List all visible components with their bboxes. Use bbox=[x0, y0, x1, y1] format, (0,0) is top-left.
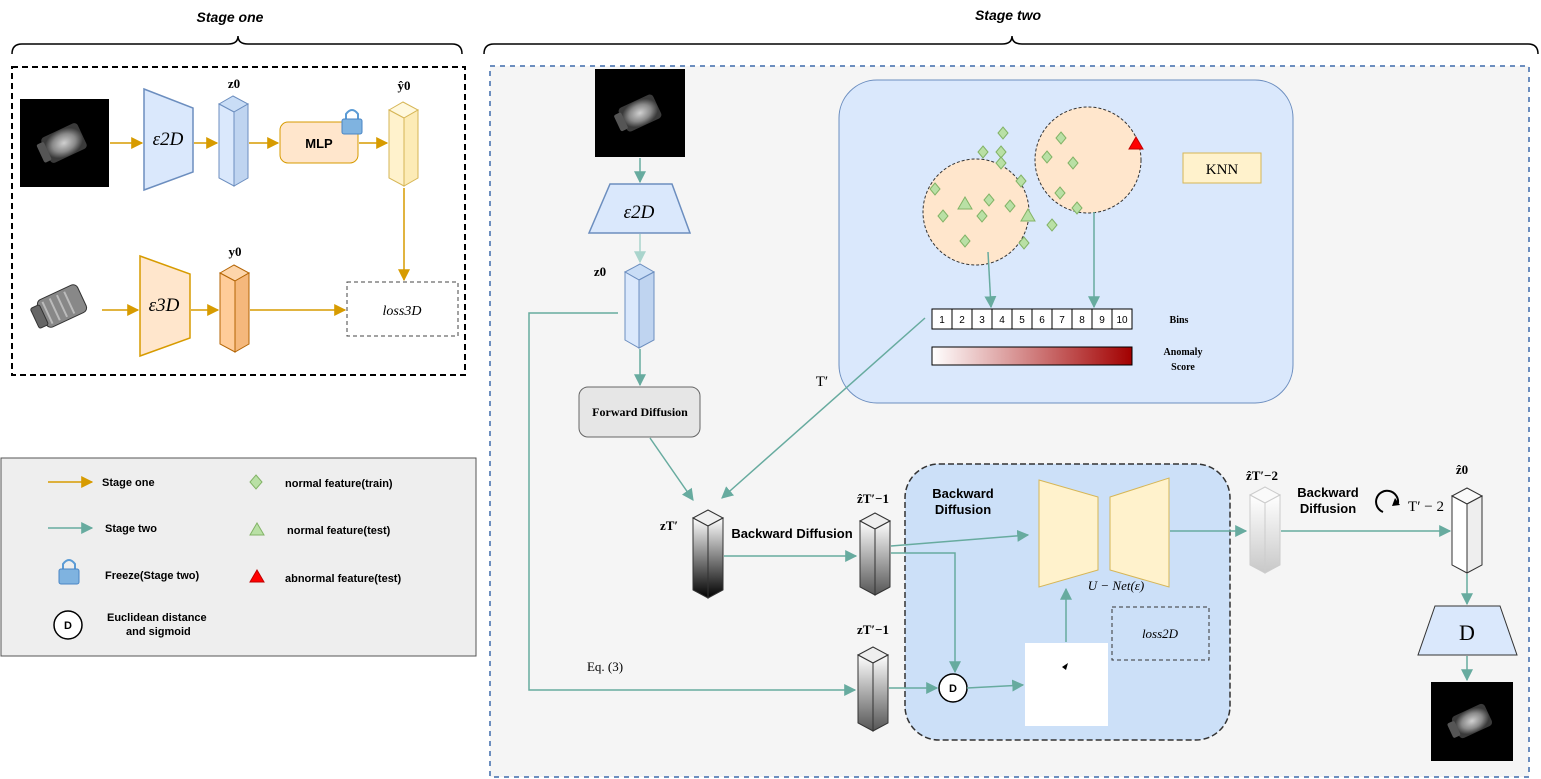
backward-diffusion-right-1: Backward bbox=[1297, 485, 1358, 500]
bin-cell bbox=[1111, 308, 1133, 330]
legend-red-triangle-icon bbox=[249, 569, 265, 583]
bin-label: 6 bbox=[1039, 315, 1045, 326]
unet-encoder bbox=[1038, 479, 1099, 588]
inner-backward-label-1: Backward bbox=[932, 486, 993, 501]
z0-label-stage-two: z0 bbox=[594, 264, 606, 279]
decoder-d bbox=[1417, 605, 1518, 656]
loss-2d-box bbox=[1111, 606, 1210, 661]
z-hat-t-minus-1-prism bbox=[858, 512, 892, 596]
eq-label: Eq. (3) bbox=[587, 659, 623, 674]
bin-label: 7 bbox=[1059, 315, 1065, 326]
unet-decoder bbox=[1109, 477, 1170, 588]
t-prime-label: T′ bbox=[816, 374, 828, 390]
forward-diffusion-box bbox=[578, 386, 701, 438]
legend-euclid-line2: and sigmoid bbox=[126, 626, 191, 638]
bin-label: 3 bbox=[979, 315, 985, 326]
bins-label: Bins bbox=[1170, 315, 1189, 326]
d-circle-label: D bbox=[949, 683, 957, 695]
backward-diffusion-right-2: Diffusion bbox=[1300, 501, 1356, 516]
input-image-3d bbox=[20, 266, 101, 349]
abnormal-test-point bbox=[1128, 136, 1144, 150]
knn-box bbox=[1182, 152, 1262, 184]
bin-label: 1 bbox=[939, 315, 945, 326]
loss-2d-label: loss2D bbox=[1142, 626, 1179, 641]
legend-normal-test-label: normal feature(test) bbox=[287, 525, 391, 537]
z-t-minus-1-prism bbox=[856, 646, 890, 732]
mlp-label: MLP bbox=[305, 136, 333, 151]
stage-two-arrows bbox=[528, 158, 1473, 696]
legend-lock-icon bbox=[58, 559, 80, 585]
legend-abnormal-test-label: abnormal feature(test) bbox=[285, 573, 401, 585]
z-hat-0-label: ẑ0 bbox=[1456, 462, 1468, 477]
input-image-stage-two bbox=[595, 69, 685, 157]
loop-label: T′ − 2 bbox=[1408, 499, 1444, 515]
output-image bbox=[1431, 682, 1513, 761]
z-t-prime-prism bbox=[691, 509, 725, 599]
anomaly-map-image bbox=[1025, 643, 1108, 726]
bin-label: 5 bbox=[1019, 315, 1025, 326]
encoder-2d-stage-one-label: ε2D bbox=[153, 129, 184, 150]
z-hat-0-prism bbox=[1450, 487, 1484, 574]
bin-label: 10 bbox=[1116, 315, 1128, 326]
stage-one-brace bbox=[11, 35, 463, 55]
y0-hat-label: ŷ0 bbox=[398, 78, 411, 93]
bin-label: 2 bbox=[959, 315, 965, 326]
anomaly-map-mark bbox=[1062, 663, 1068, 670]
z-t-minus-1-label: zT′−1 bbox=[857, 622, 889, 637]
encoder-2d-stage-two-label: ε2D bbox=[624, 202, 655, 223]
normal-cluster bbox=[922, 158, 1030, 266]
legend-euclid-line1: Euclidean distance bbox=[107, 612, 207, 624]
encoder-3d-label: ε3D bbox=[149, 295, 180, 316]
bin-label: 9 bbox=[1099, 315, 1105, 326]
y0-label: y0 bbox=[229, 244, 242, 259]
y0-hat-prism bbox=[387, 101, 420, 187]
backward-diffusion-main-label: Backward Diffusion bbox=[731, 526, 852, 541]
lock-icon bbox=[341, 109, 363, 135]
stage-one-arrows bbox=[102, 137, 410, 316]
mlp-box bbox=[279, 121, 359, 164]
normal-test-points bbox=[957, 196, 1036, 222]
legend-diamond-icon bbox=[249, 474, 263, 490]
legend-normal-train-label: normal feature(train) bbox=[285, 478, 393, 490]
z0-label-stage-one: z0 bbox=[228, 76, 240, 91]
z-t-prime-label: zT′ bbox=[660, 518, 678, 533]
stage-two-brace bbox=[483, 35, 1539, 55]
stage-two-title: Stage two bbox=[975, 7, 1042, 23]
inner-backward-label-2: Diffusion bbox=[935, 502, 991, 517]
loop-icon bbox=[1375, 489, 1400, 513]
legend-triangle-icon bbox=[249, 522, 265, 536]
bin-label: 4 bbox=[999, 315, 1005, 326]
z-hat-t-minus-2-label: ẑT′−2 bbox=[1246, 468, 1278, 483]
normal-feature-points bbox=[929, 126, 1083, 250]
abnormal-cluster bbox=[1034, 106, 1142, 214]
decoder-d-label: D bbox=[1459, 620, 1475, 645]
bin-label: 8 bbox=[1079, 315, 1085, 326]
unet-label: U − Net(ε) bbox=[1088, 578, 1145, 593]
anomaly-score-label-1: Anomaly bbox=[1164, 347, 1203, 358]
forward-diffusion-label: Forward Diffusion bbox=[592, 405, 688, 419]
z0-prism-stage-one bbox=[217, 95, 250, 187]
legend-d-symbol: D bbox=[64, 620, 72, 632]
encoder-3d bbox=[139, 254, 191, 358]
input-image-2d bbox=[20, 99, 109, 187]
z-hat-t-minus-2-prism bbox=[1248, 486, 1282, 574]
encoder-2d-stage-one bbox=[143, 87, 194, 192]
knn-label: KNN bbox=[1206, 162, 1239, 178]
legend-d-circle bbox=[53, 610, 83, 640]
bins-row: 1 2 3 4 5 6 7 8 9 10 bbox=[931, 308, 1133, 330]
y0-prism bbox=[218, 264, 251, 353]
legend-stage-one-label: Stage one bbox=[102, 477, 155, 489]
legend-stage-two-label: Stage two bbox=[105, 523, 157, 535]
encoder-2d-stage-two bbox=[587, 183, 692, 234]
loss-3d-label: loss3D bbox=[383, 304, 422, 319]
anomaly-score-bar bbox=[931, 346, 1133, 366]
legend-freeze-label: Freeze(Stage two) bbox=[105, 570, 199, 582]
z-hat-t-minus-1-label: ẑT′−1 bbox=[857, 491, 889, 506]
stage-one-title: Stage one bbox=[197, 9, 264, 25]
loss-3d-box bbox=[346, 281, 459, 337]
anomaly-score-label-2: Score bbox=[1171, 362, 1195, 373]
z0-prism-stage-two bbox=[623, 263, 656, 349]
